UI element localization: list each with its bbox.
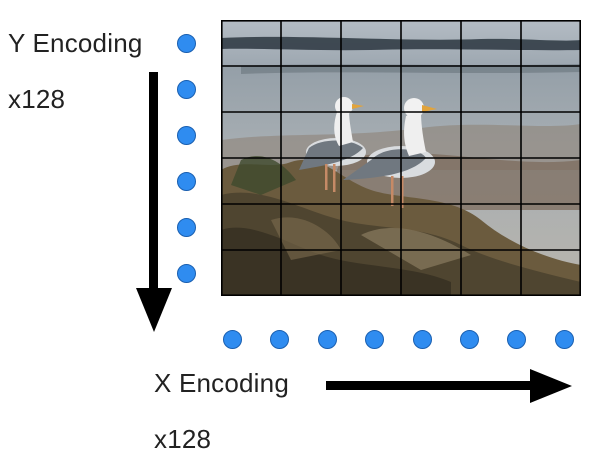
x-encoding-dot [554, 330, 574, 349]
photo-scene [221, 20, 581, 296]
image-grid [221, 20, 581, 296]
x-encoding-dot [365, 330, 385, 349]
x-multiplier-label: x128 [154, 424, 212, 454]
y-encoding-dot [177, 264, 196, 283]
y-encoding-dot [177, 34, 196, 53]
x-encoding-dot [412, 330, 432, 349]
gull-left [299, 97, 366, 192]
x-encoding-dot [223, 330, 242, 349]
y-encoding-dot [177, 80, 196, 99]
y-encoding-dot [177, 218, 196, 237]
x-arrow-icon [326, 369, 572, 403]
x-encoding-dot [317, 330, 337, 349]
y-arrow-icon [136, 72, 172, 332]
x-encoding-dot [460, 330, 479, 349]
x-encoding-label: X Encoding [154, 368, 289, 398]
x-encoding-dot [507, 330, 527, 349]
y-encoding-dot [177, 126, 196, 145]
y-multiplier-label: x128 [8, 84, 66, 114]
seagull-image [221, 20, 581, 296]
y-encoding-label: Y Encoding [8, 28, 143, 58]
y-encoding-dot [177, 172, 196, 191]
x-encoding-dot [270, 330, 290, 349]
